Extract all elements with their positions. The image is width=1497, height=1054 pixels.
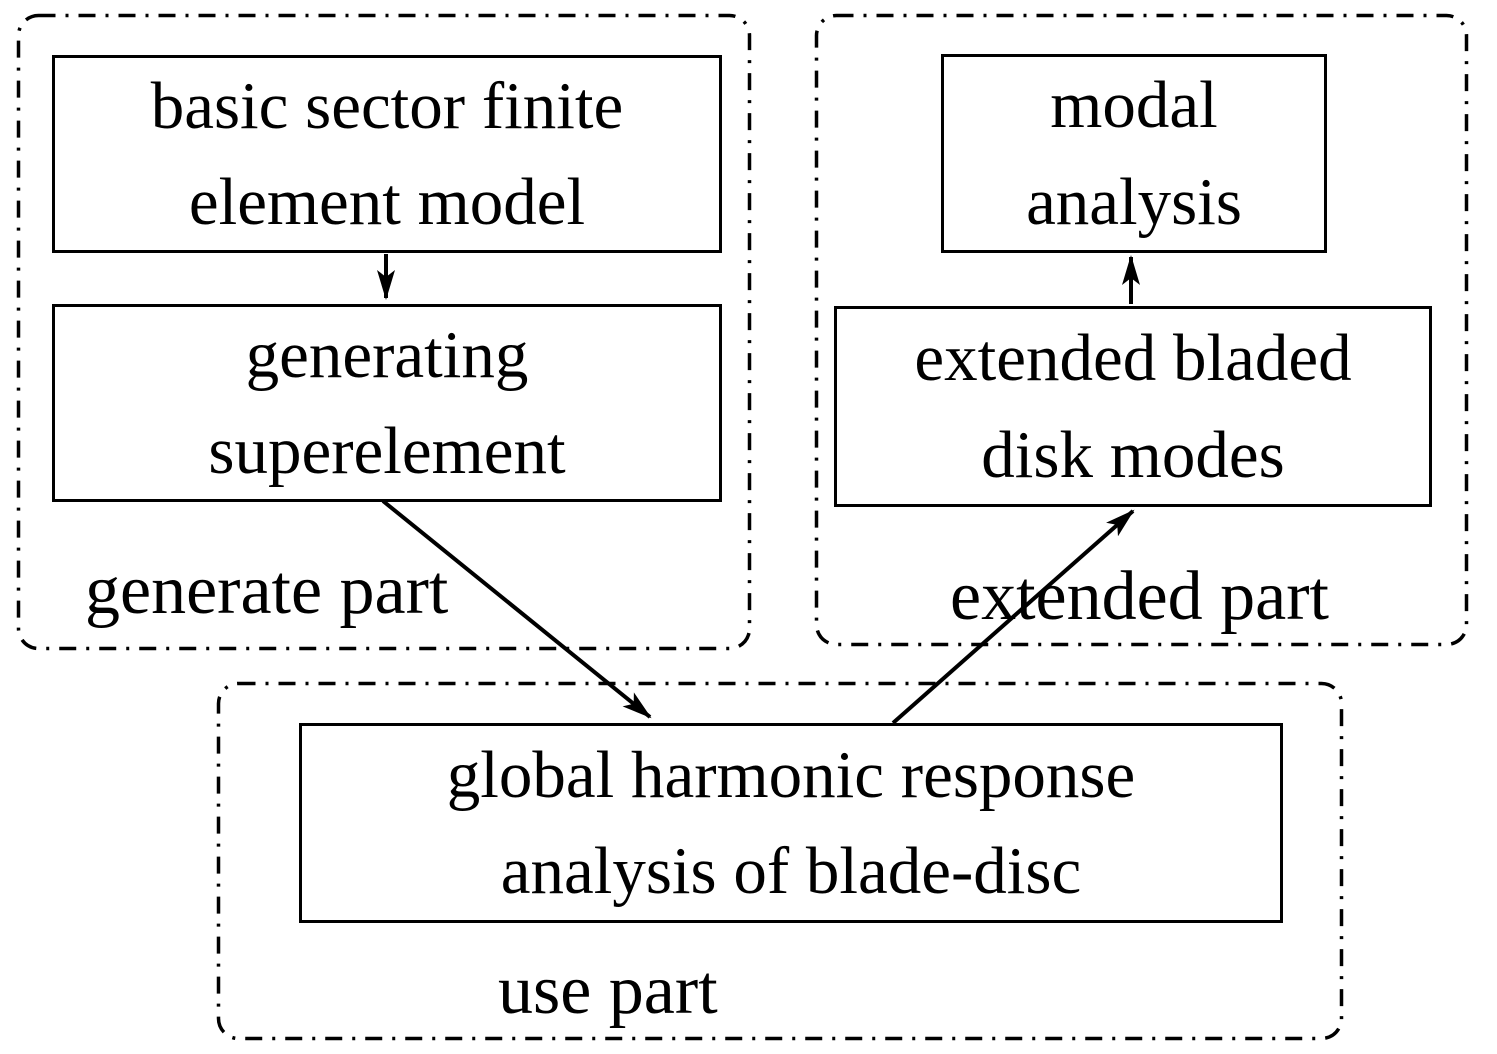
node-label-extended-bladed-disk-modes: extended bladed disk modes [914,321,1352,492]
group-label-use-part: use part [498,952,718,1029]
node-basic-sector-finite-element-model: basic sector finite element model [52,55,722,253]
node-label-basic-sector: basic sector finite element model [150,68,624,239]
node-label-modal-analysis: modal analysis [1026,68,1242,239]
node-extended-bladed-disk-modes: extended bladed disk modes [834,306,1432,507]
group-label-generate-part: generate part [85,552,449,629]
node-label-global-harmonic-response: global harmonic response analysis of bla… [446,737,1136,908]
group-label-extended-part: extended part [950,558,1329,635]
node-modal-analysis: modal analysis [941,54,1327,253]
node-label-generating-superelement: generating superelement [208,317,566,488]
node-global-harmonic-response: global harmonic response analysis of bla… [299,723,1283,923]
node-generating-superelement: generating superelement [52,304,722,502]
